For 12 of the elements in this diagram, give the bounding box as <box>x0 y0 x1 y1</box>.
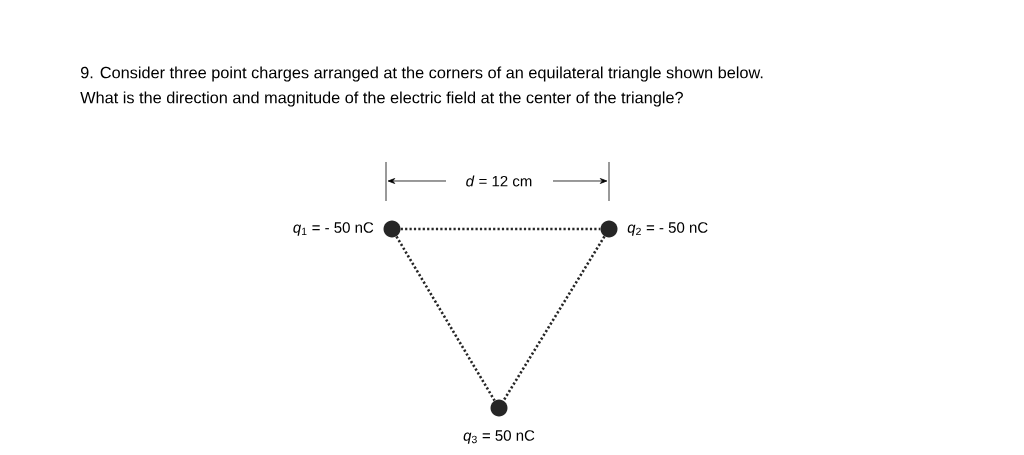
charge-label: q$_{3}$ = 50 nC <box>463 430 535 444</box>
dotted-line <box>395 235 496 402</box>
charge-dot <box>600 220 618 238</box>
charge-label: q$_{2}$ = - 50 nC <box>627 222 708 236</box>
dotted-line <box>400 227 601 231</box>
question-text: What is the direction and magnitude of the electric field at the center of the triangle? <box>80 91 683 107</box>
charge-label: q$_{1}$ = - 50 nC <box>293 222 374 236</box>
question-text: 9. Consider three point charges arranged at the corners of an equilateral triangle shown below. <box>80 66 763 82</box>
dimension-label: d = 12 cm <box>466 175 532 187</box>
dotted-line <box>502 235 606 402</box>
charge-dot <box>383 220 401 238</box>
charge-dot <box>490 399 508 417</box>
